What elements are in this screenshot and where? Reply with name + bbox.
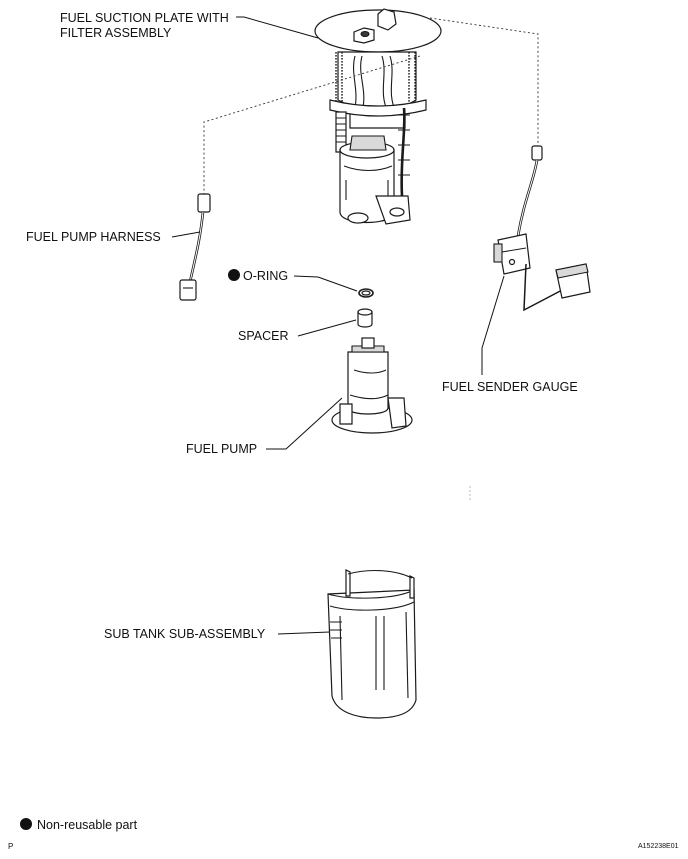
leader-spacer xyxy=(297,319,357,337)
label-fuel-sender-gauge: FUEL SENDER GAUGE xyxy=(442,380,578,394)
alignment-line-sender xyxy=(429,17,539,146)
fuel-suction-plate-assembly xyxy=(314,8,442,225)
non-reusable-icon-o-ring xyxy=(228,269,240,281)
fuel-pump-harness xyxy=(179,193,211,301)
label-sub-tank: SUB TANK SUB-ASSEMBLY xyxy=(104,627,266,641)
o-ring-part xyxy=(358,288,374,298)
leader-o-ring xyxy=(293,275,319,278)
figure-code: A152238E01 xyxy=(638,843,679,850)
fuel-pump-part xyxy=(331,337,413,434)
label-spacer: SPACER xyxy=(238,329,288,343)
leader-fuel-suction-plate xyxy=(243,16,319,39)
label-o-ring: O-RING xyxy=(243,269,288,283)
label-fuel-suction-plate-1: FUEL SUCTION PLATE WITH xyxy=(60,11,229,25)
spacer-part xyxy=(357,308,373,328)
label-fuel-pump: FUEL PUMP xyxy=(186,442,257,456)
non-reusable-icon xyxy=(20,818,32,830)
label-fuel-suction-plate-2: FILTER ASSEMBLY xyxy=(60,26,172,40)
leader-sub-tank xyxy=(277,631,331,635)
label-fuel-pump-harness: FUEL PUMP HARNESS xyxy=(26,230,161,244)
leader-fuel-pump-harness xyxy=(171,231,201,238)
sub-tank-part xyxy=(327,569,417,719)
alignment-line-harness xyxy=(203,55,421,194)
legend-non-reusable: Non-reusable part xyxy=(37,818,138,832)
fuel-sender-gauge xyxy=(493,145,591,312)
footer-left-mark: P xyxy=(8,842,13,851)
